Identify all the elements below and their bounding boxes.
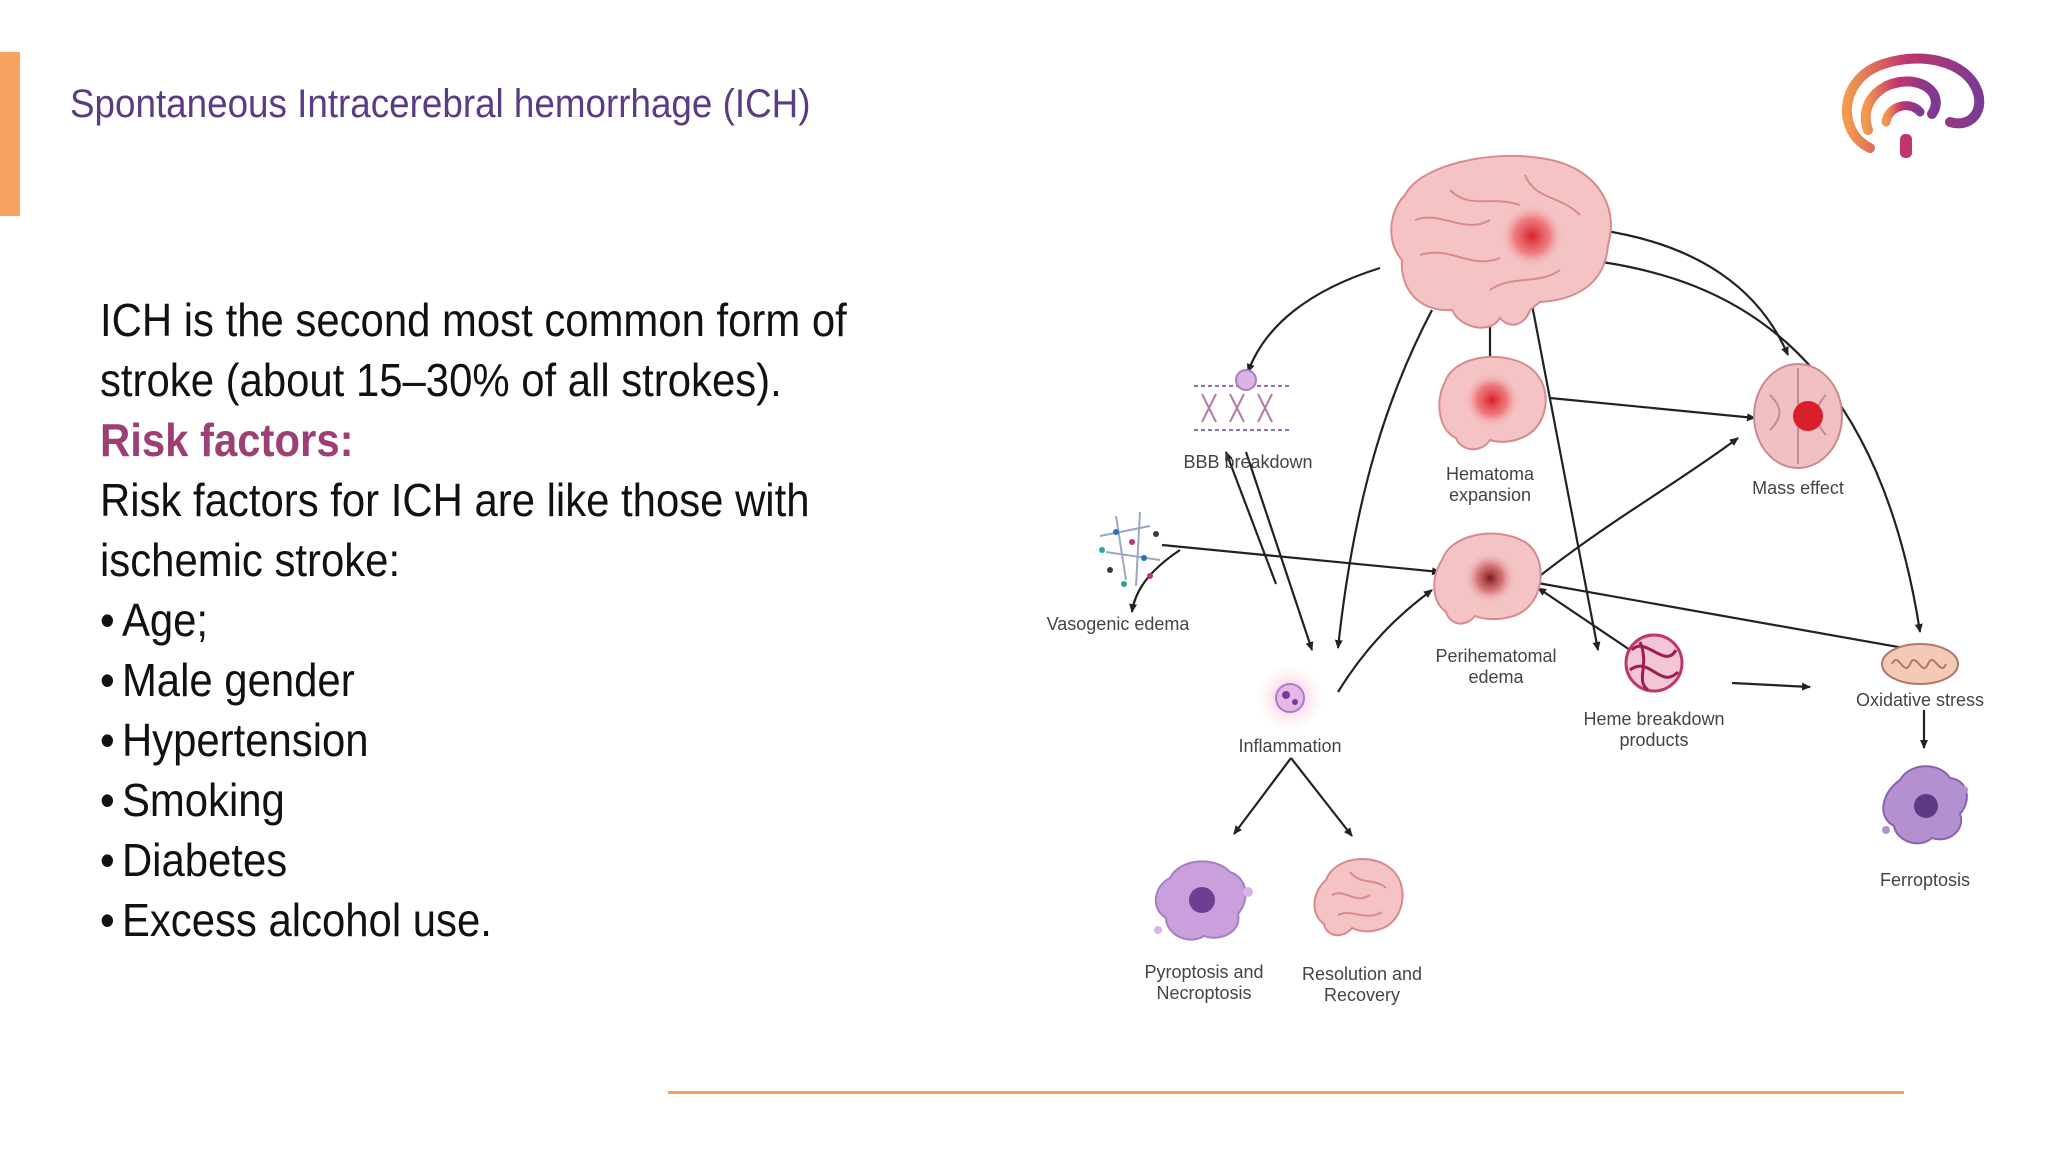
mitochondrion-icon: [1881, 643, 1959, 685]
ich-pathophysiology-diagram: BBB breakdown Hematoma expansion Mass ef…: [1047, 154, 1984, 1005]
heme-breakdown-label-1: Heme breakdown: [1583, 709, 1724, 729]
brain-logo-icon: [1842, 53, 1985, 158]
pathway-arrows: [1129, 228, 1928, 837]
risk-factor-item: •Hypertension: [100, 714, 369, 766]
slide-title: Spontaneous Intracerebral hemorrhage (IC…: [70, 82, 811, 126]
pyroptosis-cell-icon: [1154, 860, 1253, 941]
heme-breakdown-icon: [1624, 633, 1684, 693]
bbb-breakdown-label: BBB breakdown: [1183, 452, 1312, 472]
accent-bar: [0, 52, 20, 216]
vasogenic-edema-icon: [1099, 511, 1161, 587]
body-text: ICH is the second most common form of st…: [100, 290, 920, 950]
ferroptosis-label: Ferroptosis: [1880, 870, 1970, 890]
risk-intro-line-1: Risk factors for ICH are like those with: [100, 474, 810, 526]
risk-factor-item: •Excess alcohol use.: [100, 894, 492, 946]
inflammation-label: Inflammation: [1238, 736, 1341, 756]
vasogenic-edema-label: Vasogenic edema: [1047, 614, 1191, 634]
risk-factor-item: •Male gender: [100, 654, 355, 706]
hematoma-label-1: Hematoma: [1446, 464, 1535, 484]
intro-line-2: stroke (about 15–30% of all strokes).: [100, 354, 782, 406]
hematoma-brain-icon: [1438, 355, 1547, 451]
risk-factor-list: •Age; •Male gender •Hypertension •Smokin…: [100, 590, 920, 950]
main-brain-icon: [1390, 154, 1612, 329]
perihematomal-label-2: edema: [1468, 667, 1524, 687]
pyroptosis-label-1: Pyroptosis and: [1144, 962, 1263, 982]
mass-effect-label: Mass effect: [1752, 478, 1844, 498]
recovery-label-2: Recovery: [1324, 985, 1400, 1005]
oxidative-stress-label: Oxidative stress: [1856, 690, 1984, 710]
perihematomal-brain-icon: [1433, 532, 1542, 625]
risk-factor-item: •Smoking: [100, 774, 285, 826]
intro-line-1: ICH is the second most common form of: [100, 294, 847, 346]
recovery-label-1: Resolution and: [1302, 964, 1422, 984]
heme-breakdown-label-2: products: [1619, 730, 1688, 750]
recovery-brain-icon: [1313, 857, 1404, 937]
risk-factor-item: •Diabetes: [100, 834, 288, 886]
perihematomal-label-1: Perihematomal: [1435, 646, 1556, 666]
risk-intro-line-2: ischemic stroke:: [100, 534, 401, 586]
footer-rule: [668, 1091, 1904, 1094]
pyroptosis-label-2: Necroptosis: [1156, 983, 1251, 1003]
mass-effect-brain-icon: [1753, 363, 1843, 469]
ferroptosis-cell-icon: [1882, 765, 1968, 845]
hematoma-label-2: expansion: [1449, 485, 1531, 505]
inflammation-icon: [1256, 664, 1324, 732]
risk-factor-item: •Age;: [100, 594, 209, 646]
risk-factors-heading: Risk factors:: [100, 414, 354, 466]
bbb-breakdown-icon: [1194, 369, 1290, 431]
